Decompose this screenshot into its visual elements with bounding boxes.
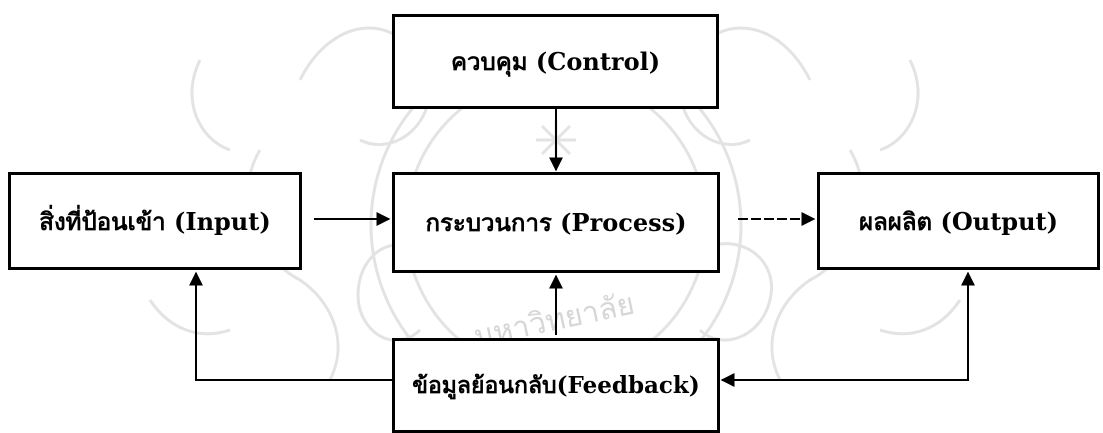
arrow-feedback-output-bidirectional [720, 271, 975, 387]
feedback-box: ข้อมูลย้อนกลับ(Feedback) [392, 338, 720, 433]
control-box: ควบคุม (Control) [392, 14, 719, 109]
process-label: กระบวนการ (Process) [425, 208, 687, 237]
input-label: สิ่งที่ป้อนเข้า (Input) [39, 206, 271, 236]
control-label: ควบคุม (Control) [450, 47, 661, 76]
feedback-label: ข้อมูลย้อนกลับ(Feedback) [412, 371, 700, 399]
process-box: กระบวนการ (Process) [392, 172, 720, 273]
output-box: ผลผลิต (Output) [817, 172, 1100, 270]
output-label: ผลผลิต (Output) [859, 206, 1058, 236]
input-box: สิ่งที่ป้อนเข้า (Input) [8, 172, 302, 270]
arrow-feedback-to-input [189, 271, 392, 381]
